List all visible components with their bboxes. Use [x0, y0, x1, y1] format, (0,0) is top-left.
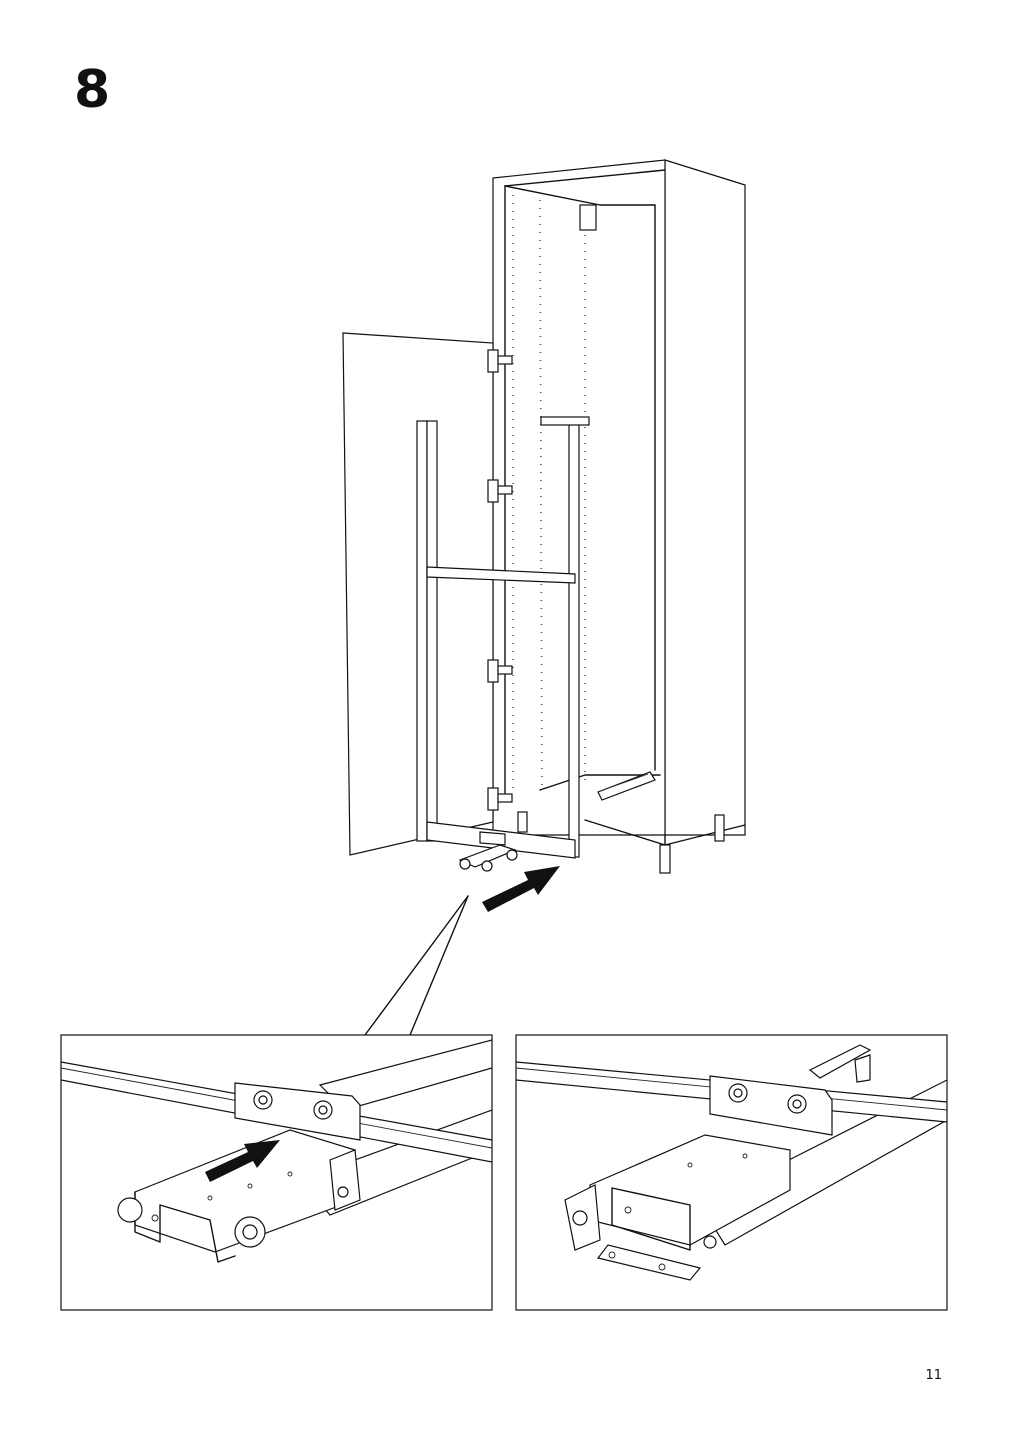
magnify-callout-icon — [364, 895, 469, 1036]
step-number: 8 — [74, 60, 111, 120]
push-arrow-icon — [482, 866, 560, 912]
pullout-frame-illustration — [416, 416, 590, 872]
detail-left-panel — [60, 1034, 493, 1311]
detail-right-panel — [515, 1034, 948, 1311]
push-arrow-icon — [205, 1140, 280, 1182]
page-number: 11 — [925, 1368, 942, 1383]
cabinet-illustration — [492, 159, 746, 874]
